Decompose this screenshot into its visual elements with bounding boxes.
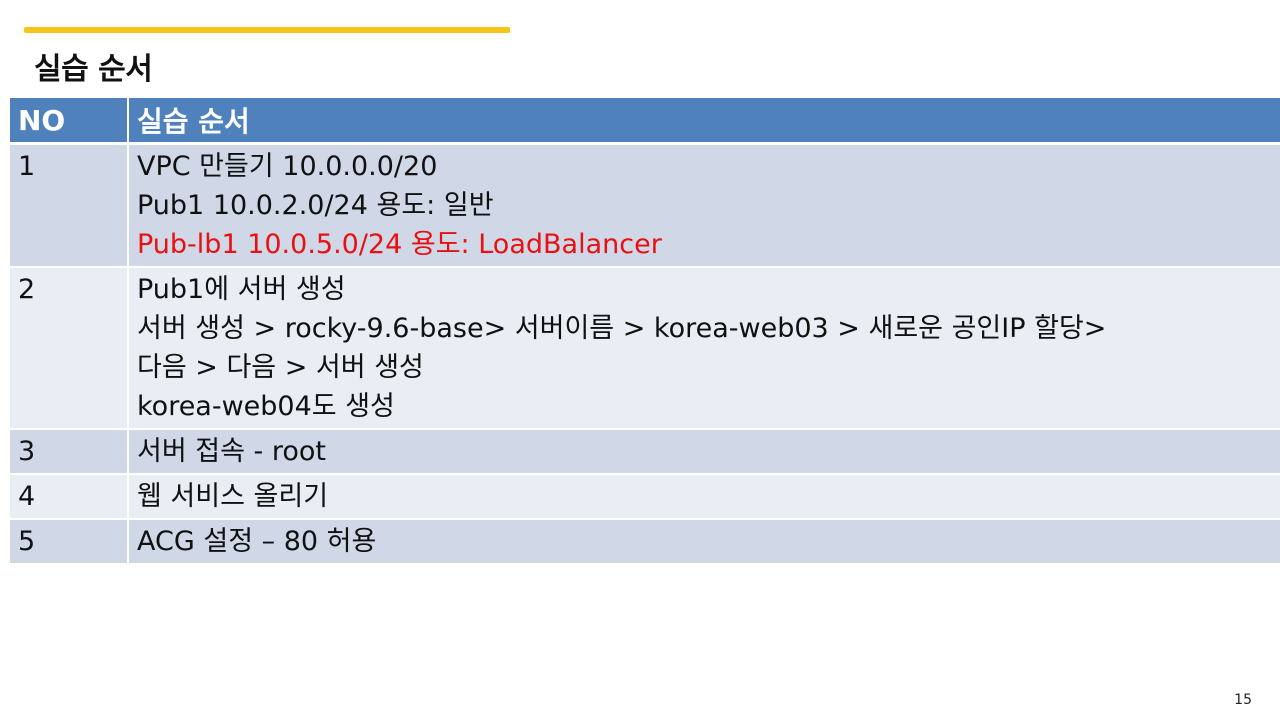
step-description: 서버 접속 - root bbox=[128, 429, 1280, 475]
step-line: 웹 서비스 올리기 bbox=[137, 481, 329, 512]
step-description: 웹 서비스 올리기 bbox=[128, 474, 1280, 520]
step-line: 다음 > 다음 > 서버 생성 bbox=[137, 352, 424, 383]
row-number: 3 bbox=[10, 429, 129, 475]
table-row: 5 ACG 설정 – 80 허용 bbox=[10, 519, 1280, 565]
table-row: 2 Pub1에 서버 생성 서버 생성 > rocky-9.6-base> 서버… bbox=[10, 267, 1280, 430]
row-number: 4 bbox=[10, 474, 129, 520]
step-line: ACG 설정 – 80 허용 bbox=[137, 526, 377, 557]
step-line: Pub1 10.0.2.0/24 용도: 일반 bbox=[137, 190, 494, 221]
title-accent-bar bbox=[24, 27, 510, 33]
row-number: 1 bbox=[10, 143, 129, 268]
step-description: VPC 만들기 10.0.0.0/20 Pub1 10.0.2.0/24 용도:… bbox=[128, 143, 1280, 268]
step-description: Pub1에 서버 생성 서버 생성 > rocky-9.6-base> 서버이름… bbox=[128, 267, 1280, 430]
slide-title: 실습 순서 bbox=[34, 52, 153, 87]
column-header-step: 실습 순서 bbox=[128, 98, 1280, 145]
steps-table: NO 실습 순서 1 VPC 만들기 10.0.0.0/20 Pub1 10.0… bbox=[10, 98, 1280, 565]
step-line-highlight: Pub-lb1 10.0.5.0/24 용도: LoadBalancer bbox=[137, 229, 662, 260]
page-number: 15 bbox=[1234, 692, 1252, 708]
column-header-no: NO bbox=[10, 98, 129, 145]
table-row: 3 서버 접속 - root bbox=[10, 429, 1280, 475]
step-line: 서버 생성 > rocky-9.6-base> 서버이름 > korea-web… bbox=[137, 313, 1107, 344]
step-line: Pub1에 서버 생성 bbox=[137, 274, 346, 305]
table-row: 1 VPC 만들기 10.0.0.0/20 Pub1 10.0.2.0/24 용… bbox=[10, 143, 1280, 268]
table-header-row: NO 실습 순서 bbox=[10, 98, 1280, 145]
row-number: 2 bbox=[10, 267, 129, 430]
step-line: VPC 만들기 10.0.0.0/20 bbox=[137, 151, 438, 182]
step-line: 서버 접속 - root bbox=[137, 436, 326, 467]
step-line: korea-web04도 생성 bbox=[137, 391, 395, 422]
table-row: 4 웹 서비스 올리기 bbox=[10, 474, 1280, 520]
row-number: 5 bbox=[10, 519, 129, 565]
step-description: ACG 설정 – 80 허용 bbox=[128, 519, 1280, 565]
